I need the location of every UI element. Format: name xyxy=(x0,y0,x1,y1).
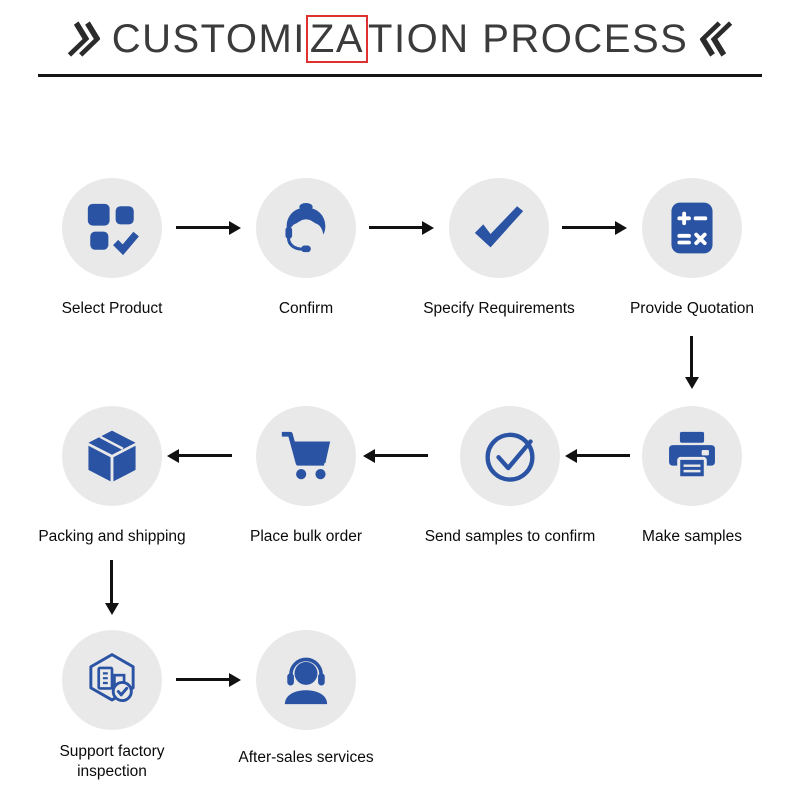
step-label-after-sales: After-sales services xyxy=(238,749,374,766)
checkmark-icon xyxy=(474,206,524,248)
package-box-icon xyxy=(88,430,136,482)
check-circle-icon xyxy=(485,432,535,482)
arrow-select-to-confirm xyxy=(176,226,230,229)
step-circle-specify-requirements xyxy=(449,178,549,278)
arrow-confirm-to-specify xyxy=(369,226,423,229)
title-highlighted-letters: ZA xyxy=(305,14,369,63)
step-circle-select-product xyxy=(62,178,162,278)
arrow-specify-to-quotation xyxy=(562,226,616,229)
arrow-quotation-to-samples xyxy=(690,336,693,378)
step-circle-packing-shipping xyxy=(62,406,162,506)
step-circle-provide-quotation xyxy=(642,178,742,278)
step-circle-after-sales xyxy=(256,630,356,730)
step-label-select-product: Select Product xyxy=(61,300,163,317)
double-chevron-right-icon xyxy=(65,19,104,59)
arrow-inspection-to-aftersales xyxy=(176,678,230,681)
step-label-packing-shipping: Packing and shipping xyxy=(38,528,186,545)
headset-support-icon xyxy=(284,657,328,705)
shopping-cart-icon xyxy=(281,431,331,480)
title-divider xyxy=(38,74,762,77)
arrow-packing-to-inspection xyxy=(110,560,113,604)
title-part2: TION PROCESS xyxy=(368,16,689,61)
step-circle-confirm xyxy=(256,178,356,278)
arrow-confirm-samples-to-bulk xyxy=(374,454,428,457)
arrow-samples-to-confirm-samples xyxy=(576,454,630,457)
step-circle-make-samples xyxy=(642,406,742,506)
calculator-icon xyxy=(671,202,713,254)
step-circle-factory-inspection xyxy=(62,630,162,730)
step-label-confirm: Confirm xyxy=(278,300,334,317)
step-label-send-samples: Send samples to confirm xyxy=(424,528,596,545)
product-grid-check-icon xyxy=(87,203,139,256)
title-part1: CUSTOMI xyxy=(111,16,306,61)
support-agent-icon xyxy=(285,202,326,253)
arrow-bulk-to-packing xyxy=(178,454,232,457)
double-chevron-left-icon xyxy=(696,19,735,59)
step-label-specify-requirements: Specify Requirements xyxy=(423,300,575,317)
step-label-provide-quotation: Provide Quotation xyxy=(629,300,755,317)
step-label-factory-inspection: Support factory inspection xyxy=(59,743,165,781)
step-label-place-bulk-order: Place bulk order xyxy=(249,528,362,545)
step-circle-send-samples xyxy=(460,406,560,506)
factory-inspection-icon xyxy=(89,653,135,702)
printer-icon xyxy=(669,431,715,480)
step-label-make-samples: Make samples xyxy=(642,528,742,545)
step-circle-place-bulk-order xyxy=(256,406,356,506)
